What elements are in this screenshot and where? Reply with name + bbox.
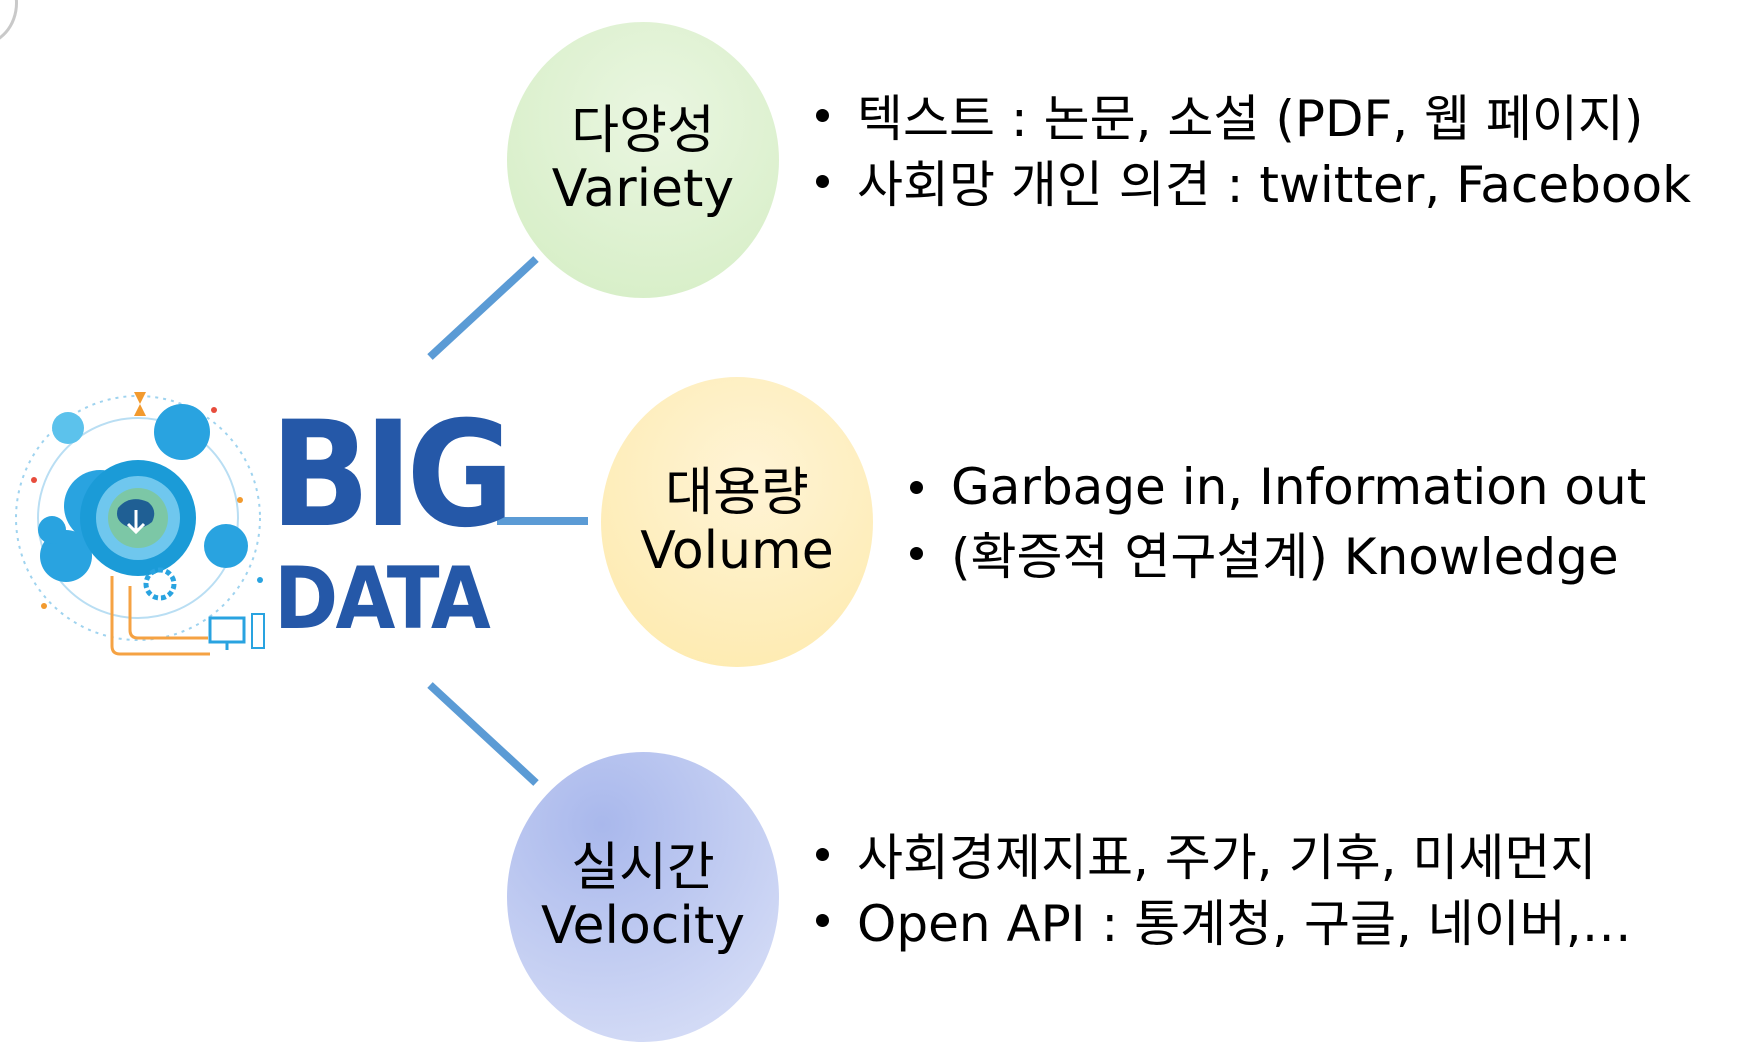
velocity-title-en: Velocity: [541, 896, 745, 956]
variety-title-ko: 다양성: [571, 100, 715, 161]
list-item: Open API : 통계청, 구글, 네이버,…: [816, 887, 1632, 953]
list-item: 사회망 개인 의견 : twitter, Facebook: [816, 148, 1691, 214]
list-item: 텍스트 : 논문, 소설 (PDF, 웹 페이지): [816, 82, 1691, 148]
bullet-icon: [816, 108, 829, 122]
bullet-icon: [910, 546, 923, 560]
velocity-circle: 실시간 Velocity: [507, 752, 779, 1042]
variety-bullet-list: 텍스트 : 논문, 소설 (PDF, 웹 페이지) 사회망 개인 의견 : tw…: [816, 82, 1691, 214]
volume-title-en: Volume: [640, 521, 834, 581]
velocity-bullet-list: 사회경제지표, 주가, 기후, 미세먼지 Open API : 통계청, 구글,…: [816, 821, 1632, 953]
bullet-icon: [816, 847, 829, 861]
logo-data-text: DATA: [274, 549, 491, 649]
connector-variety: [427, 256, 539, 360]
volume-circle: 대용량 Volume: [601, 377, 873, 667]
bullet-icon: [816, 913, 829, 927]
logo-big-text: BIG: [270, 390, 514, 560]
list-item: Garbage in, Information out: [910, 454, 1646, 520]
volume-bullet-list: Garbage in, Information out (확증적 연구설계) K…: [910, 454, 1646, 586]
list-item: 사회경제지표, 주가, 기후, 미세먼지: [816, 821, 1632, 887]
list-item: (확증적 연구설계) Knowledge: [910, 520, 1646, 586]
big-data-logo: BIG DATA: [270, 402, 534, 642]
velocity-title-ko: 실시간: [571, 837, 715, 898]
big-data-globe-icon: [15, 392, 265, 656]
volume-title-ko: 대용량: [665, 462, 809, 523]
variety-circle: 다양성 Variety: [507, 22, 779, 298]
bullet-icon: [816, 174, 829, 188]
bullet-icon: [910, 480, 923, 494]
connector-velocity: [427, 682, 539, 786]
variety-title-en: Variety: [551, 159, 735, 219]
